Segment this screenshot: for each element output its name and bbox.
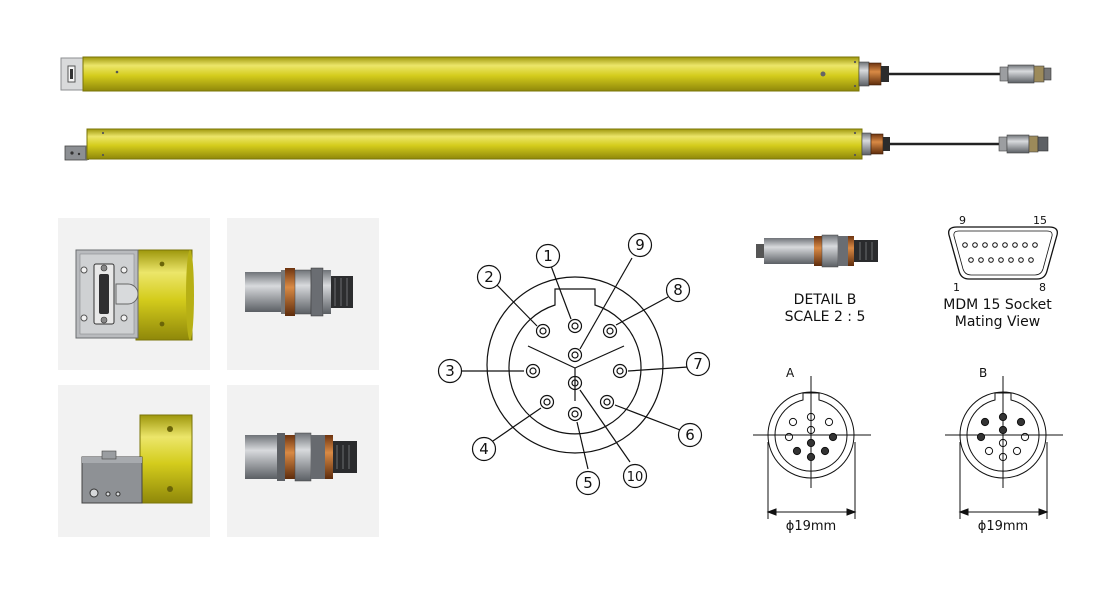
mdm-caption-line2: Mating View	[954, 314, 1041, 330]
rod-assembly-bottom	[64, 128, 1049, 161]
view-a-diameter: ϕ19mm	[786, 519, 836, 534]
view-b-letter: B	[979, 366, 987, 380]
photo-connector-closeup-2	[227, 385, 379, 537]
connector-outline	[486, 276, 664, 454]
mdm-pin-8: 8	[1039, 281, 1046, 294]
mdm-pin-15: 15	[1033, 215, 1047, 227]
pin-label-7: 7	[693, 355, 703, 373]
mdm-pin-1: 1	[953, 281, 960, 294]
rod-body	[82, 56, 860, 92]
connector-plug	[1007, 64, 1035, 84]
photo-end-plate-view	[58, 218, 210, 370]
detail-b-connector-render	[756, 234, 878, 268]
view-b-diameter: ϕ19mm	[978, 519, 1028, 534]
detail-scale: SCALE 2 : 5	[784, 309, 866, 325]
detail-title: DETAIL B	[793, 292, 857, 308]
view-a-letter: A	[786, 366, 795, 380]
mdm-shell	[948, 226, 1058, 280]
rod-body	[86, 128, 863, 160]
pin-label-3: 3	[445, 362, 455, 380]
copper-nut	[870, 133, 884, 155]
rod-assembly-top	[60, 56, 1052, 92]
mdm-caption-line1: MDM 15 Socket	[943, 297, 1052, 313]
inner-contour	[508, 288, 642, 435]
connector-view-a: A ϕ19mm	[753, 366, 871, 534]
pin-label-9: 9	[635, 236, 645, 254]
pin-label-6: 6	[685, 426, 695, 444]
photo-connector-closeup-1	[227, 218, 379, 370]
detail-b-caption: DETAIL B SCALE 2 : 5	[760, 292, 890, 326]
copper-nut	[868, 62, 882, 86]
photo-end-block-view	[58, 385, 210, 537]
mdm-pin-9: 9	[959, 215, 966, 227]
end-block	[64, 145, 88, 161]
pin-label-10: 10	[627, 470, 644, 485]
pinout-diagram: 1 2 3 4 5 6 7 8 9 10	[437, 232, 711, 496]
mdm15-caption: MDM 15 Socket Mating View	[930, 297, 1065, 331]
pin-label-1: 1	[543, 247, 553, 265]
pin-sockets	[525, 318, 628, 422]
pin-label-4: 4	[479, 440, 489, 458]
pin-label-8: 8	[673, 281, 683, 299]
pin-label-5: 5	[583, 474, 593, 492]
pin-label-2: 2	[484, 268, 494, 286]
mdm15-socket-diagram: 9 15 1 8	[948, 215, 1058, 294]
connector-view-b: B ϕ19mm	[945, 366, 1063, 534]
connector-plug	[1006, 134, 1030, 154]
